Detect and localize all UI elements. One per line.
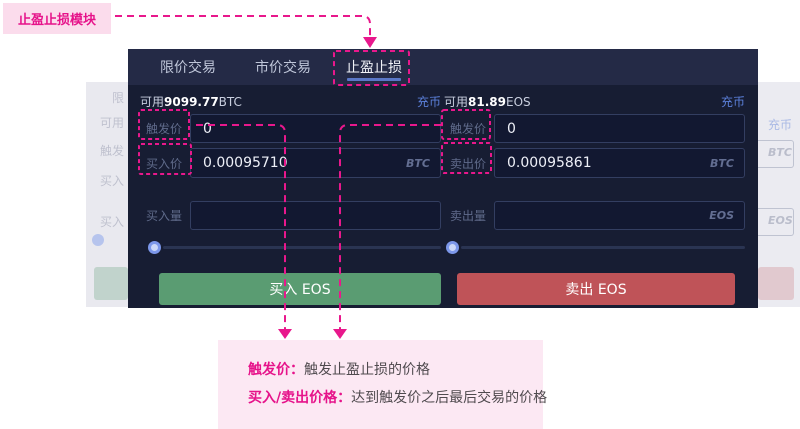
dimmed-background-right: 充币 BTC EOS [758,82,800,307]
sell-slider-handle[interactable] [446,240,459,254]
note-desc: 达到触发价之后最后交易的价格 [351,390,548,406]
bg-sell-button-fragment [758,267,794,300]
note-term: 触发价： [248,362,304,378]
bg-buy-button-fragment [94,267,128,300]
sell-recharge-link[interactable]: 充币 [720,95,745,109]
bg-tab-fragment: 限 [111,91,124,105]
trade-tabs: 限价交易 市价交易 止盈止损 [128,49,758,85]
bg-btc-fragment: BTC [768,146,792,159]
buy-amount-row: 买入量 [140,201,441,230]
buy-eos-button[interactable]: 买入 EOS [159,273,441,305]
buy-amount-slider [140,240,441,254]
available-unit: EOS [505,94,531,109]
sell-slider-track[interactable] [461,245,745,249]
buy-trigger-inputbox [190,114,441,143]
sell-trigger-label: 触发价 [450,122,487,136]
buy-price-row: 买入价 BTC [140,148,441,178]
module-annotation-label: 止盈止损模块 [3,3,111,34]
buy-amount-input[interactable] [191,202,440,229]
sell-price-label: 卖出价 [450,156,487,171]
buy-slider-track[interactable] [163,245,441,249]
buy-price-input[interactable] [191,149,407,177]
buy-price-label: 买入价 [146,156,183,171]
available-amount: 81.89 [468,94,506,109]
buy-trigger-row: 触发价 [140,114,441,143]
sell-price-unit: BTC [710,156,734,170]
buy-price-unit: BTC [406,156,430,170]
available-prefix: 可用 [444,95,469,109]
bg-text-fragment: 买入 [99,215,124,229]
sell-amount-label: 卖出量 [450,209,487,223]
arrowhead-note-left [278,329,292,339]
dimmed-background-left: 限 可用 触发 买入 买入 [86,82,128,307]
note-line-trigger: 触发价：触发止盈止损的价格 [248,356,543,384]
sell-price-row: 卖出价 BTC [444,148,745,178]
available-prefix: 可用 [140,95,165,109]
sell-price-inputbox: BTC [494,148,745,178]
active-tab-underline [347,78,401,81]
tab-stop-profit-loss[interactable]: 止盈止损 [344,49,404,85]
buy-amount-label: 买入量 [146,209,183,223]
note-desc: 触发止盈止损的价格 [304,362,430,378]
arrowhead-tab [363,37,377,48]
note-term: 买入/卖出价格： [248,390,352,406]
buy-recharge-link[interactable]: 充币 [416,95,441,109]
tab-market-trade[interactable]: 市价交易 [255,60,311,76]
sell-trigger-row: 触发价 [444,114,745,143]
sell-amount-inputbox: EOS [494,201,745,230]
available-unit: BTC [218,94,242,109]
sell-eos-button[interactable]: 卖出 EOS [457,273,735,305]
buy-price-inputbox: BTC [190,148,441,178]
annotation-note-box: 触发价：触发止盈止损的价格 买入/卖出价格：达到触发价之后最后交易的价格 [218,340,547,429]
sell-trigger-input[interactable] [495,115,744,142]
bg-text-fragment: 触发 [99,144,124,158]
bg-input-fragment [758,140,794,168]
buy-amount-inputbox [190,201,441,230]
bg-input-fragment [758,208,794,236]
note-line-price: 买入/卖出价格：达到触发价之后最后交易的价格 [248,384,547,412]
buy-slider-handle[interactable] [148,240,161,254]
bg-slider-dot [92,234,104,246]
bg-recharge-fragment: 充币 [768,118,793,132]
sell-amount-unit: EOS [709,209,734,222]
bg-text-fragment: 买入 [99,174,124,188]
sell-amount-row: 卖出量 EOS [444,201,745,230]
connector-module-to-tab [115,15,371,36]
sell-trigger-inputbox [494,114,745,143]
sell-amount-slider [444,240,745,254]
sell-amount-input[interactable] [495,202,710,229]
tab-limit-trade[interactable]: 限价交易 [160,60,216,76]
buy-trigger-label: 触发价 [146,122,183,136]
arrowhead-note-right [333,329,347,339]
sell-price-input[interactable] [495,149,711,177]
bg-eos-fragment: EOS [768,214,793,227]
buy-trigger-input[interactable] [191,115,440,142]
bg-text-fragment: 可用 [99,116,124,130]
tab-stop-profit-loss-label: 止盈止损 [346,60,402,76]
available-amount: 9099.77 [164,94,219,109]
